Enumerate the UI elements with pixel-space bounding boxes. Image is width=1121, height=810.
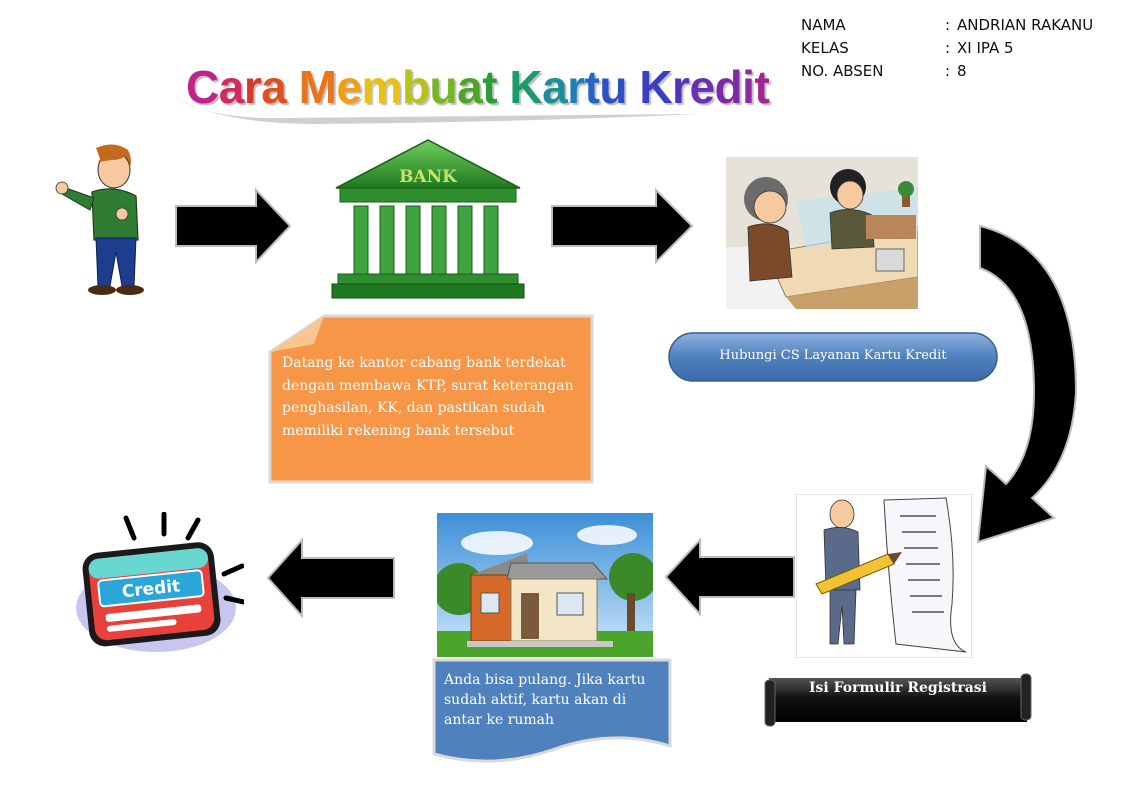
info-label: NAMA (801, 14, 846, 37)
info-row-name: NAMA : ANDRIAN RAKANU (801, 14, 1121, 37)
title-letter: K (639, 61, 672, 113)
page-title-text: Cara Membuat Kartu Kredit (186, 60, 769, 114)
title-letter: a (457, 61, 482, 113)
info-value: XI IPA 5 (957, 37, 1014, 60)
title-letter (627, 61, 639, 113)
person-illustration (52, 140, 148, 300)
info-value: 8 (957, 60, 967, 83)
title-letter: r (567, 61, 584, 113)
info-label: NO. ABSEN (801, 60, 883, 83)
title-letter: e (689, 61, 714, 113)
title-letter: t (754, 61, 769, 113)
customer-service-illustration (726, 157, 918, 309)
step1-text: Datang ke kantor cabang bank terdekat de… (282, 352, 578, 442)
bank-sign: BANK (399, 167, 458, 187)
arrow-right-icon (548, 186, 696, 266)
arrow-left-icon (662, 536, 798, 618)
title-letter: C (186, 61, 219, 113)
title-letter: a (542, 61, 567, 113)
info-value: ANDRIAN RAKANU (957, 14, 1093, 37)
arrow-right-icon (172, 186, 294, 266)
info-separator: : (945, 60, 950, 83)
title-letter: K (509, 61, 542, 113)
title-letter: d (715, 61, 743, 113)
step1-note: Datang ke kantor cabang bank terdekat de… (268, 314, 594, 486)
info-label: KELAS (801, 37, 849, 60)
title-letter: t (482, 61, 497, 113)
title-letter: i (742, 61, 754, 113)
credit-card-icon: Credit (64, 512, 244, 658)
title-letter: b (402, 61, 430, 113)
form-filling-illustration (796, 494, 972, 658)
title-letter (286, 61, 298, 113)
curved-arrow-down-icon (972, 222, 1088, 570)
title-letter: a (219, 61, 244, 113)
title-letter: e (336, 61, 361, 113)
title-letter (497, 61, 509, 113)
title-letter: M (299, 61, 337, 113)
student-info: NAMA : ANDRIAN RAKANU KELAS : XI IPA 5 N… (801, 14, 1121, 83)
step4-note: Anda bisa pulang. Jika kartu sudah aktif… (432, 658, 672, 766)
step3-text: Isi Formulir Registrasi (763, 680, 1033, 696)
title-letter: t (585, 61, 600, 113)
info-separator: : (945, 14, 950, 37)
step2-text: Hubungi CS Layanan Kartu Kredit (668, 332, 998, 380)
step2-pill: Hubungi CS Layanan Kartu Kredit (668, 332, 998, 384)
title-letter: a (261, 61, 286, 113)
title-letter: m (362, 61, 402, 113)
step3-banner: Isi Formulir Registrasi (763, 672, 1033, 730)
title-letter: r (672, 61, 689, 113)
house-illustration (437, 513, 653, 657)
page-title: Cara Membuat Kartu Kredit (168, 58, 708, 128)
arrow-left-icon (264, 536, 398, 620)
info-separator: : (945, 37, 950, 60)
title-letter: u (430, 61, 458, 113)
title-letter: r (244, 61, 261, 113)
title-letter: u (599, 61, 627, 113)
step4-text: Anda bisa pulang. Jika kartu sudah aktif… (444, 670, 666, 730)
bank-building-icon: BANK (330, 136, 526, 306)
info-row-class: KELAS : XI IPA 5 (801, 37, 1121, 60)
info-row-number: NO. ABSEN : 8 (801, 60, 1121, 83)
